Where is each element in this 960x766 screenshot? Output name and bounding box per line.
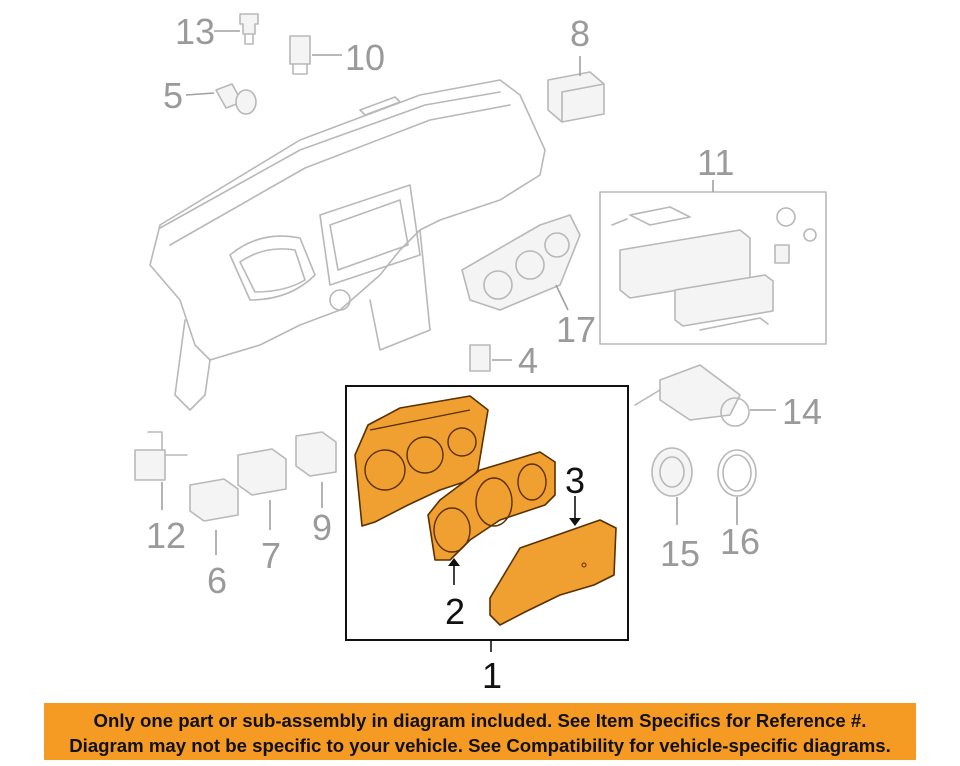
callout-11: 11 (697, 142, 735, 183)
part-cluster-housing (354, 395, 489, 527)
part-3-lens (489, 496, 617, 626)
part-6-switch (189, 478, 239, 555)
disclaimer-line-1: Only one part or sub-assembly in diagram… (93, 710, 867, 731)
callout-6: 6 (207, 560, 228, 601)
callout-2: 2 (445, 591, 466, 632)
part-2-mask (427, 451, 556, 585)
callout-12: 12 (146, 515, 187, 556)
disclaimer-line-2: Diagram may not be specific to your vehi… (69, 735, 891, 756)
part-4-sensor (469, 344, 512, 372)
callout-15: 15 (660, 533, 701, 574)
callout-1: 1 (482, 655, 503, 696)
callout-16: 16 (720, 521, 761, 562)
callout-10: 10 (345, 37, 386, 78)
part-9-switch (295, 431, 337, 508)
part-5-plug (185, 83, 257, 115)
part-1-assembly-box (345, 385, 629, 652)
dashboard-illustration (149, 79, 546, 411)
part-11-control-unit-box (599, 180, 827, 345)
callout-9: 9 (312, 507, 333, 548)
part-8-switch (547, 56, 605, 123)
callout-14: 14 (782, 391, 823, 432)
part-17-cluster-bezel (461, 214, 581, 311)
callout-17: 17 (556, 309, 597, 350)
callout-13: 13 (175, 11, 216, 52)
part-14-ignition-switch (634, 364, 776, 427)
part-7-switch (237, 448, 287, 530)
callout-7: 7 (261, 535, 282, 576)
callout-8: 8 (570, 13, 591, 54)
parts-diagram (134, 13, 827, 652)
part-16-ring (717, 449, 757, 525)
part-15-ring (651, 447, 693, 525)
disclaimer-banner: Only one part or sub-assembly in diagram… (44, 703, 916, 760)
part-10-clip (289, 35, 342, 75)
part-12-switch (134, 431, 188, 510)
callout-3: 3 (565, 460, 586, 501)
part-13-clip (214, 13, 259, 45)
callout-4: 4 (518, 340, 539, 381)
callout-5: 5 (163, 75, 184, 116)
